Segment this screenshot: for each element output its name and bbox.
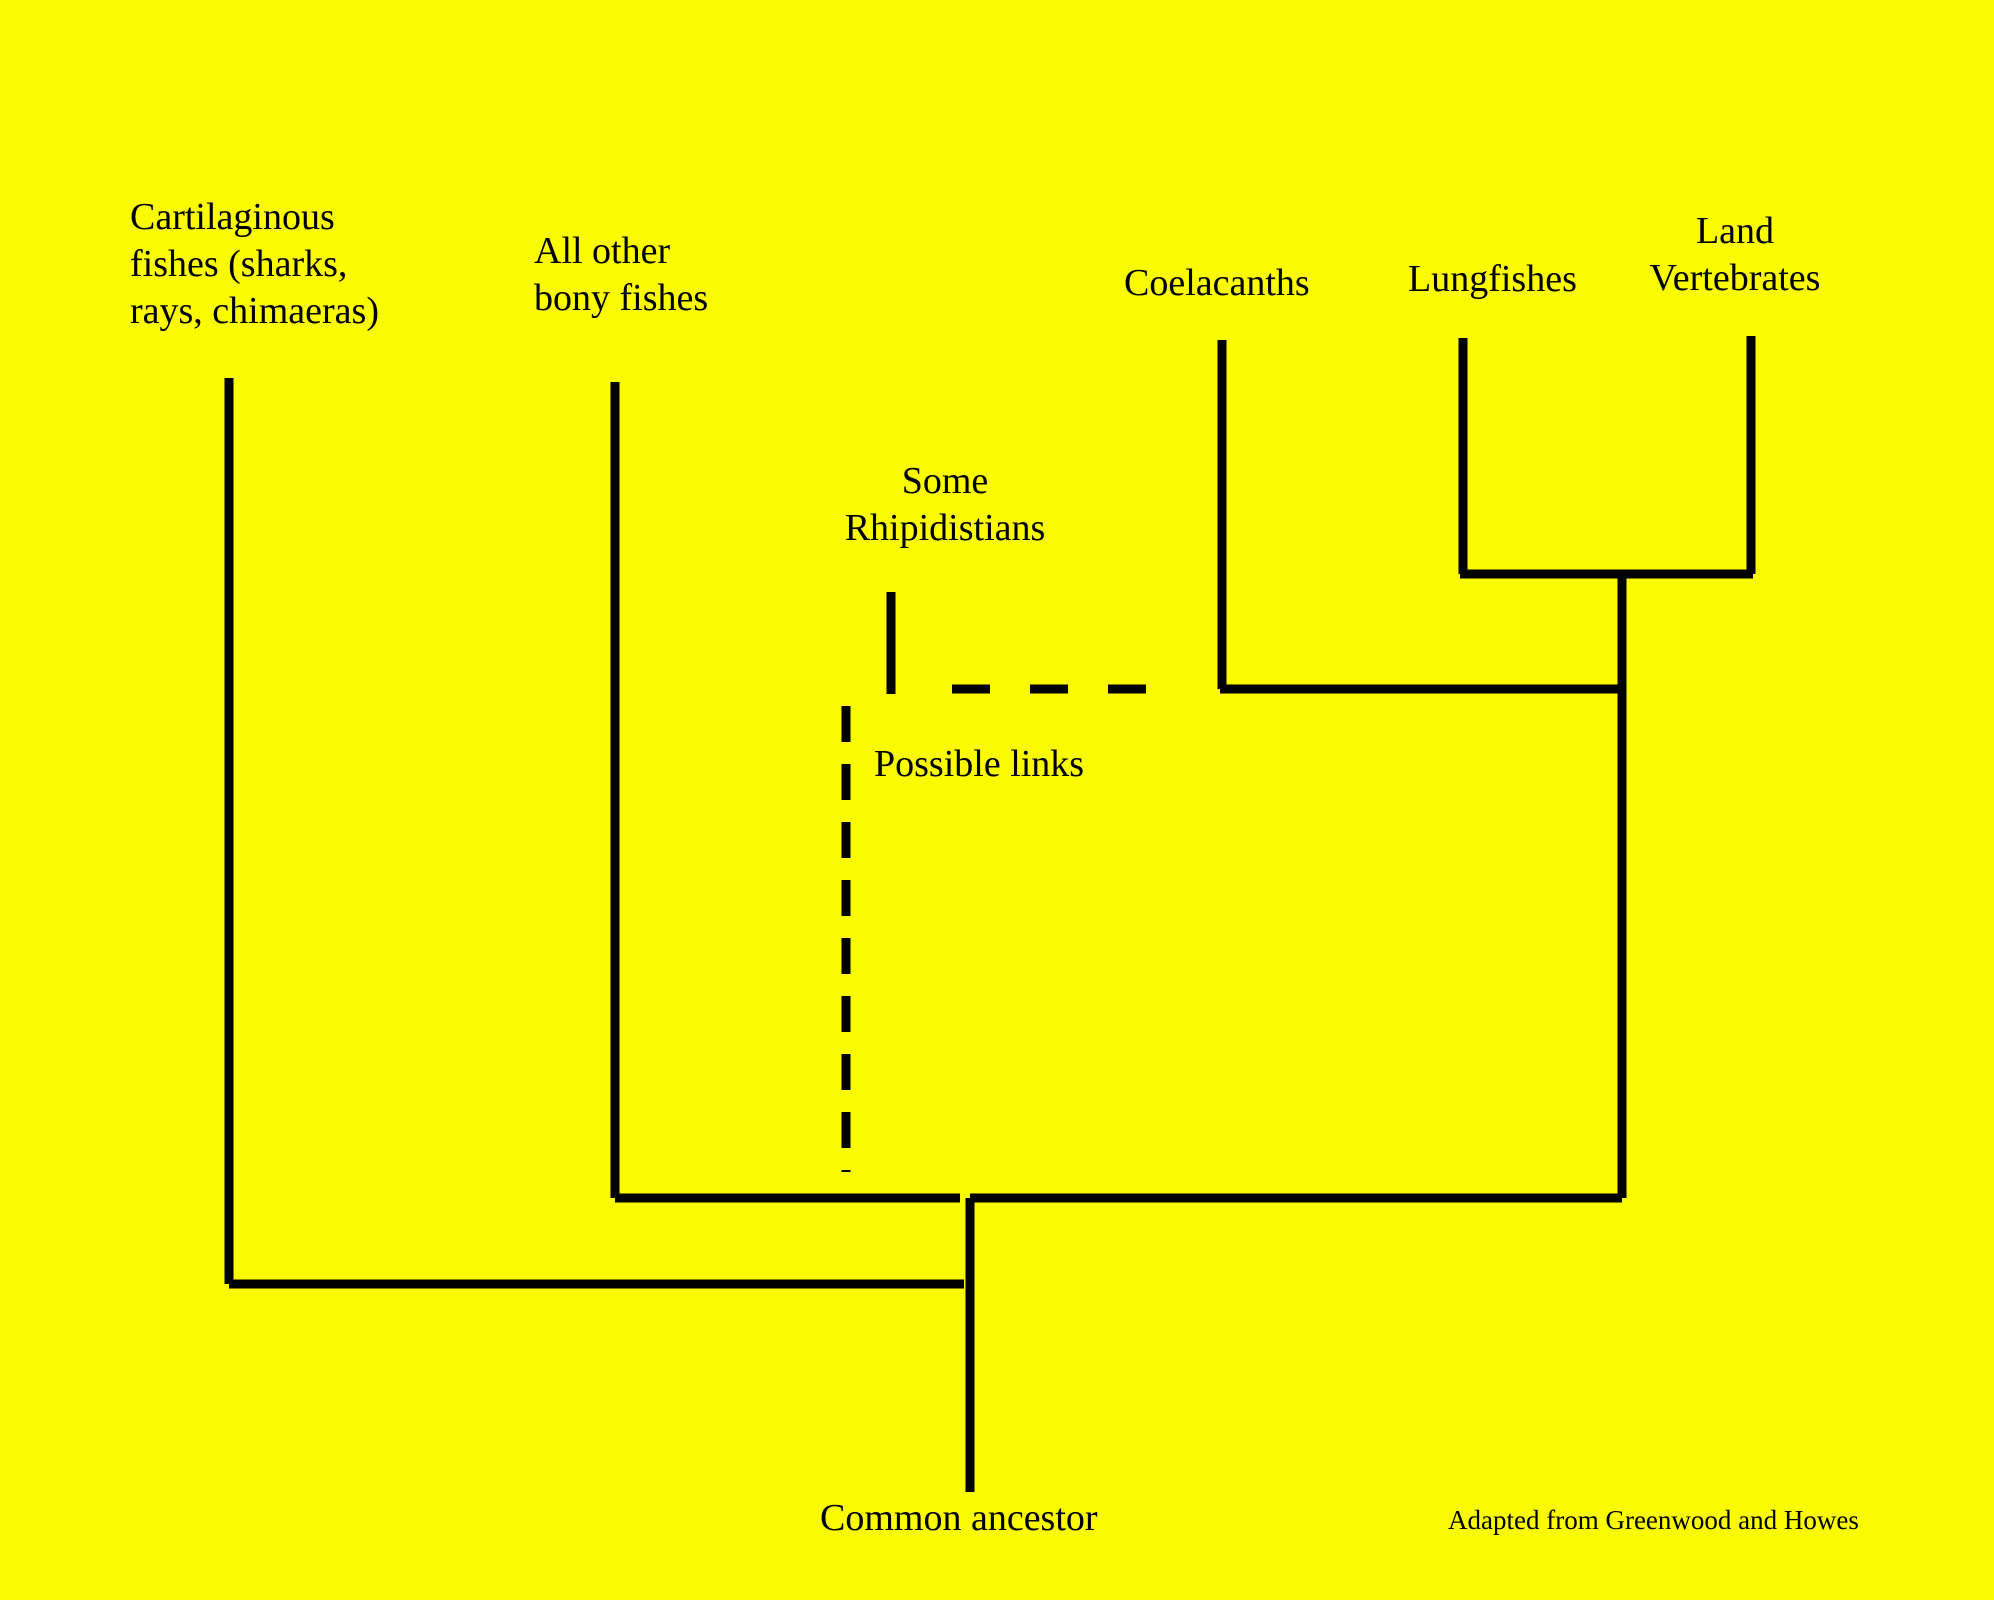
label-land-vertebrates: Land Vertebrates <box>1620 208 1850 302</box>
label-line: Coelacanths <box>1124 262 1310 304</box>
label-line: rays, chimaeras) <box>130 290 379 332</box>
label-line: Possible links <box>874 743 1085 785</box>
label-line: All other <box>534 230 671 272</box>
label-line: Vertebrates <box>1649 257 1821 299</box>
label-line: bony fishes <box>534 277 709 319</box>
label-coelacanths: Coelacanths <box>1124 260 1310 307</box>
label-line: Land <box>1695 210 1775 252</box>
label-line: Rhipidistians <box>844 507 1046 549</box>
label-line: Some <box>901 460 989 502</box>
label-cartilaginous-fishes: Cartilaginous fishes (sharks, rays, chim… <box>130 194 379 335</box>
label-possible-links: Possible links <box>874 741 1084 788</box>
label-rhipidistians: Some Rhipidistians <box>800 458 1090 552</box>
source-credit: Adapted from Greenwood and Howes <box>1448 1505 1859 1535</box>
label-line: Common ancestor <box>820 1497 1098 1539</box>
label-common-ancestor: Common ancestor <box>820 1495 1098 1542</box>
label-line: Cartilaginous <box>130 196 335 238</box>
label-bony-fishes: All other bony fishes <box>534 228 708 322</box>
label-line: fishes (sharks, <box>130 243 348 285</box>
label-lungfishes: Lungfishes <box>1408 256 1577 303</box>
label-line: Lungfishes <box>1408 258 1577 300</box>
